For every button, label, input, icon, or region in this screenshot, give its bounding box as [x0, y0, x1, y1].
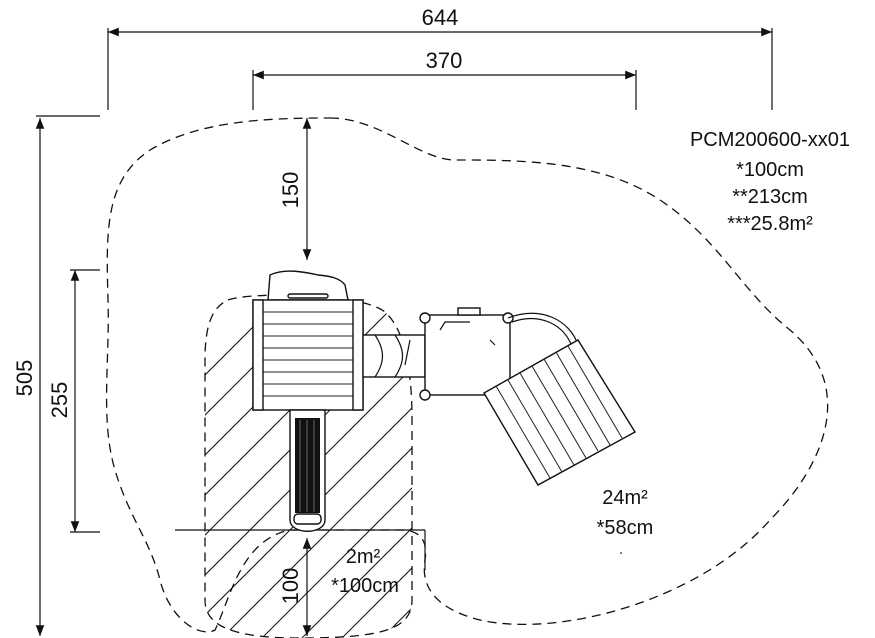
tower-post-tl — [419, 312, 431, 324]
slide-zone-area: 2m² — [346, 546, 381, 568]
second-tower — [424, 314, 511, 396]
roof-handle — [287, 293, 329, 299]
top-clearance-label: 150 — [278, 172, 303, 209]
overall-depth-label: 505 — [12, 360, 37, 397]
bottom-clearance-label: 100 — [278, 568, 303, 605]
tower-post-bl — [419, 389, 431, 401]
product-line-3: ***25.8m² — [727, 213, 813, 235]
tunnel-rings — [374, 334, 411, 378]
dot-mark — [620, 552, 622, 554]
product-line-1: *100cm — [736, 159, 804, 181]
overall-width-label: 644 — [422, 5, 459, 30]
climbing-deck-slats — [495, 345, 623, 479]
tower-panel-top — [457, 307, 481, 316]
product-line-2: **213cm — [732, 186, 808, 208]
tunnel-bridge — [362, 334, 426, 378]
curved-rail — [507, 312, 579, 346]
product-code: PCM200600-xx01 — [690, 129, 850, 151]
main-platform — [252, 299, 364, 411]
platform-depth-label: 255 — [47, 382, 72, 419]
curved-rail-inner — [511, 317, 573, 348]
slide-zone-height: *100cm — [331, 575, 399, 597]
main-zone-height: *58cm — [597, 517, 654, 539]
platform-planks — [258, 311, 358, 397]
platform-post-right — [352, 299, 364, 411]
roof-panel — [267, 270, 349, 301]
slide-exit — [293, 513, 322, 525]
tower-details — [439, 321, 496, 346]
platform-post-left — [252, 299, 264, 411]
main-zone-area: 24m² — [602, 487, 648, 509]
inner-width-label: 370 — [426, 48, 463, 73]
slide-bed-lines — [299, 420, 315, 512]
